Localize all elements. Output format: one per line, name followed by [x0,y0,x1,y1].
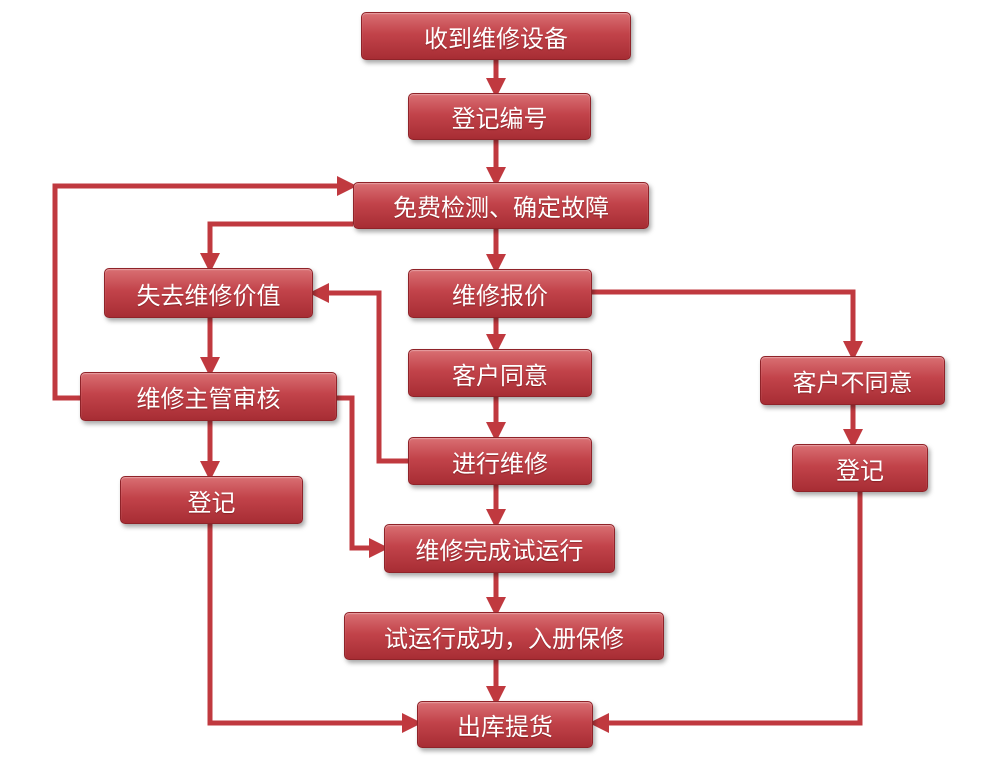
arrow-quote-to-customer-disagree [592,289,863,361]
node-inspect-diagnose: 免费检测、确定故障 [353,182,649,229]
node-repair-quote: 维修报价 [408,269,592,318]
node-perform-repair: 进行维修 [408,437,592,485]
arrow-supervisor-to-inspect-loop [52,176,357,401]
node-register-number: 登记编号 [408,93,591,140]
node-supervisor-review: 维修主管审核 [80,372,337,421]
node-customer-disagree: 客户不同意 [760,356,945,405]
node-checkout-delivery: 出库提货 [417,701,593,748]
node-register-left: 登记 [120,476,303,524]
node-register-right: 登记 [792,444,928,492]
arrow-repair-to-lose-value [309,283,408,464]
arrow-register-right-to-checkout [589,492,863,733]
node-trial-success-warranty: 试运行成功，入册保修 [344,612,664,660]
arrow-supervisor-to-trial-run [337,395,389,558]
node-customer-agree: 客户同意 [408,349,592,397]
node-trial-run: 维修完成试运行 [384,524,615,573]
node-receive-equipment: 收到维修设备 [361,12,631,60]
node-lose-repair-value: 失去维修价值 [104,268,313,318]
arrow-inspect-to-lose-value [200,221,353,273]
arrow-register-left-to-checkout [207,524,422,733]
